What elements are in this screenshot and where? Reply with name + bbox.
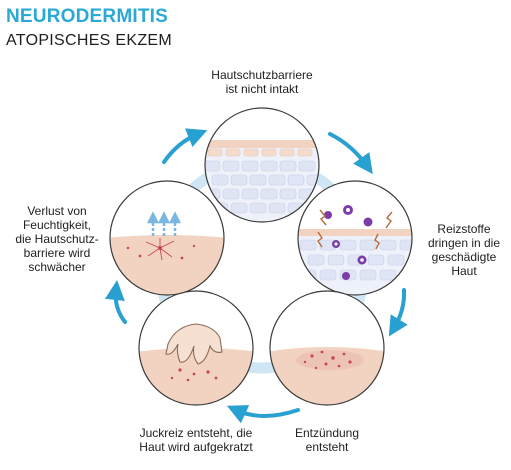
stage-2-label: Reizstoffe dringen in die geschädigte Ha… <box>420 222 508 278</box>
stage-5-circle <box>109 180 225 296</box>
stage-1-label-line2: ist nicht intakt <box>225 82 299 96</box>
arrow-4-to-5 <box>104 280 127 324</box>
page-title: NEURODERMITIS <box>6 6 168 27</box>
arrow-3-to-4 <box>226 405 300 424</box>
stage-5-label: Verlust von Feuchtigkeit, die Hautschutz… <box>10 204 104 274</box>
arrow-1-to-2 <box>328 132 373 175</box>
stage-1-circle <box>204 107 320 223</box>
stage-5-label-line4: barriere wird <box>23 246 91 260</box>
stage-2-label-line4: Haut <box>451 264 477 278</box>
page-subtitle: ATOPISCHES EKZEM <box>6 32 173 49</box>
arrow-2-to-3 <box>388 288 408 337</box>
stage-2-label-line2: dringen in die <box>427 236 501 250</box>
stage-4-label-line2: Haut wird aufgekratzt <box>139 440 253 454</box>
moisture-arrows-icon <box>146 211 182 236</box>
arrow-5-to-1 <box>162 128 208 164</box>
stage-3-label-line1: Entzündung <box>294 426 360 440</box>
stage-5-label-line1: Verlust von <box>27 204 87 218</box>
scratching-hand-icon <box>165 323 223 365</box>
stage-4-label-line1: Juckreiz entsteht, die <box>139 426 253 440</box>
stage-2-label-line1: Reizstoffe <box>437 222 491 236</box>
cycle-arrows <box>104 128 408 424</box>
stage-5-label-line3: die Hautschutz- <box>15 232 99 246</box>
stage-1-label-line1: Hautschutzbarriere <box>211 68 313 82</box>
stage-2-circle <box>297 180 413 296</box>
stage-1-label: Hautschutzbarriere ist nicht intakt <box>196 68 328 96</box>
stage-5-label-line2: Feuchtigkeit, <box>22 218 92 232</box>
stage-2-label-line3: geschädigte <box>431 250 497 264</box>
stage-3-label: Entzündung entsteht <box>280 426 374 454</box>
stage-3-circle <box>269 290 385 406</box>
stage-4-label: Juckreiz entsteht, die Haut wird aufgekr… <box>126 426 266 454</box>
stage-3-label-line2: entsteht <box>305 440 349 454</box>
stage-5-label-line5: schwächer <box>28 260 86 274</box>
stage-4-circle <box>138 290 254 406</box>
